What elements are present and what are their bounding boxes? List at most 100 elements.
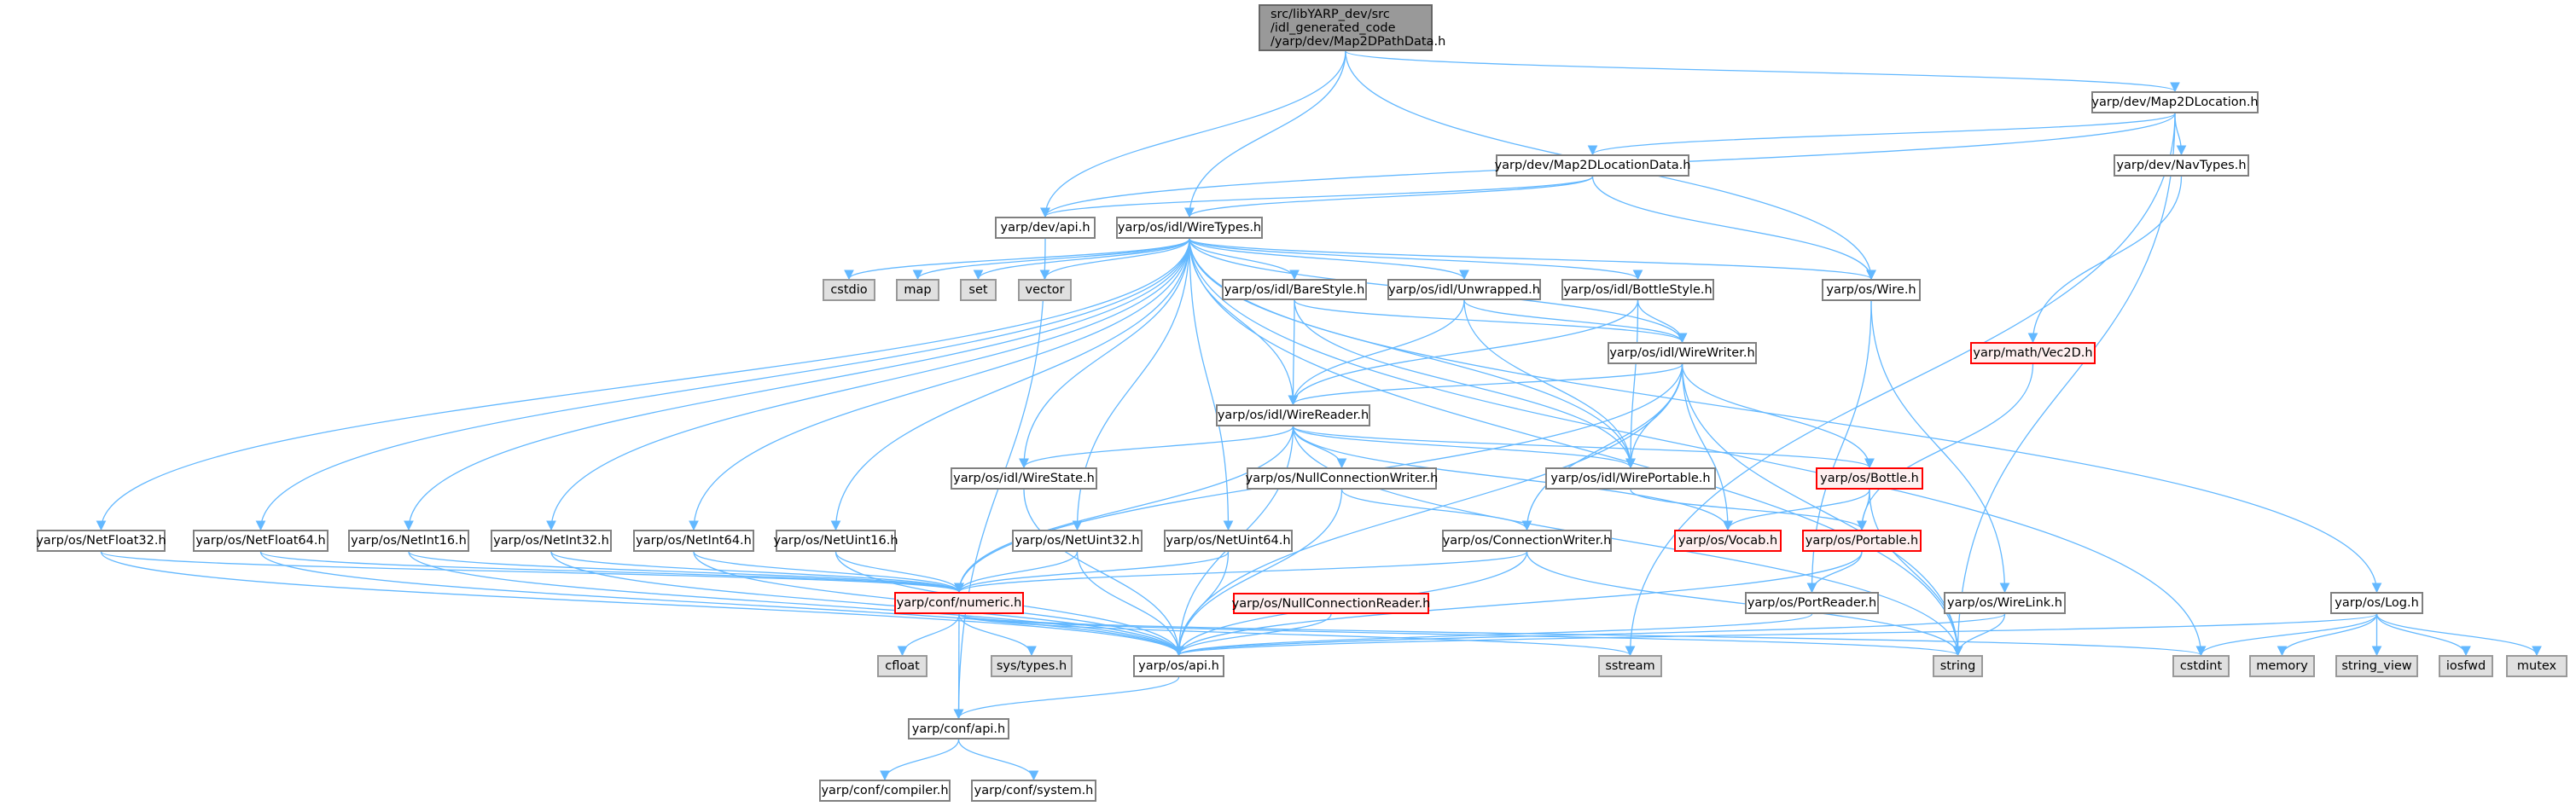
edge-wiretypes-to-netint64 (689, 238, 1190, 531)
edge-wiretypes-to-wire (1189, 238, 1876, 281)
node-wirereader[interactable]: yarp/os/idl/WireReader.h (1216, 404, 1370, 426)
node-conf-compiler[interactable]: yarp/conf/compiler.h (819, 780, 951, 802)
node-cstdio: cstdio (823, 279, 875, 301)
node-wireportable[interactable]: yarp/os/idl/WirePortable.h (1545, 467, 1716, 490)
edge-root-to-wiretypes (1184, 50, 1346, 218)
node-navtypes[interactable]: yarp/dev/NavTypes.h (2114, 154, 2249, 177)
node-cstdint: cstdint (2172, 655, 2230, 677)
node-netint32[interactable]: yarp/os/NetInt32.h (491, 530, 612, 552)
node-map2dlocationdata[interactable]: yarp/dev/Map2DLocationData.h (1495, 154, 1690, 177)
edge-log-to-osapi (1174, 613, 2378, 657)
edge-bottlestyle-to-wireportable (1625, 299, 1639, 469)
edge-wirereader-to-bottle (1292, 426, 1875, 469)
node-vec2d[interactable]: yarp/math/Vec2D.h (1970, 342, 2096, 364)
node-wire[interactable]: yarp/os/Wire.h (1822, 279, 1921, 301)
edge-portable-to-osapi (1173, 551, 1863, 657)
edge-wiretypes-to-barestyle (1189, 238, 1300, 281)
edge-netint64-to-numeric (693, 551, 964, 594)
edge-numeric-to-string (958, 613, 1963, 657)
edge-osapi-to-confapi (953, 676, 1180, 720)
edge-wiretypes-to-cstdint (1189, 238, 2207, 657)
node-log[interactable]: yarp/os/Log.h (2330, 592, 2423, 614)
edge-wirewriter-to-wireportable (1625, 363, 1683, 469)
edge-map2dloc-to-navtypes (2174, 113, 2187, 156)
node-wirewriter[interactable]: yarp/os/idl/WireWriter.h (1608, 342, 1757, 364)
node-conf-numeric[interactable]: yarp/conf/numeric.h (894, 592, 1024, 614)
edge-wiretypes-to-netfloat64 (255, 238, 1190, 531)
node-netfloat32[interactable]: yarp/os/NetFloat32.h (36, 530, 166, 552)
node-portable[interactable]: yarp/os/Portable.h (1802, 530, 1922, 552)
edge-vec2d-to-portable (1857, 363, 2034, 531)
node-root-map2dpathdata[interactable]: src/libYARP_dev/src /idl_generated_code … (1259, 4, 1445, 51)
node-map2dlocation[interactable]: yarp/dev/Map2DLocation.h (2091, 91, 2259, 113)
node-string: string (1933, 655, 1983, 677)
edge-bottlestyle-to-wirewriter (1637, 299, 1688, 344)
edge-wiretypes-to-cstdio (844, 238, 1190, 281)
node-portreader[interactable]: yarp/os/PortReader.h (1745, 592, 1879, 614)
node-netint16[interactable]: yarp/os/NetInt16.h (348, 530, 469, 552)
node-vector: vector (1018, 279, 1072, 301)
edge-numeric-to-systypes (958, 613, 1037, 657)
node-bottle[interactable]: yarp/os/Bottle.h (1816, 467, 1923, 490)
edge-wiretypes-to-vector (1039, 238, 1190, 281)
edge-netfloat32-to-numeric (100, 551, 964, 594)
edge-log-to-mutex (2375, 613, 2542, 657)
node-barestyle[interactable]: yarp/os/idl/BareStyle.h (1222, 279, 1367, 300)
edge-bottlestyle-to-wirereader (1288, 299, 1639, 406)
edge-netuint16-to-numeric (834, 551, 964, 594)
edge-wirereader-to-numeric (954, 426, 1294, 594)
edge-netuint64-to-numeric (954, 551, 1230, 594)
edge-map2dlocdata-to-devapi (1040, 176, 1594, 218)
node-nullconnectionwriter[interactable]: yarp/os/NullConnectionWriter.h (1246, 467, 1438, 490)
edge-netfloat64-to-osapi (259, 551, 1184, 657)
edge-wirewriter-to-string (1681, 363, 1963, 657)
edge-nullconnwriter-to-osapi (1173, 489, 1343, 657)
node-wiretypes[interactable]: yarp/os/idl/WireTypes.h (1116, 217, 1263, 239)
edge-numeric-to-sstream (958, 613, 1636, 657)
node-netint64[interactable]: yarp/os/NetInt64.h (633, 530, 754, 552)
edge-wiretypes-to-log (1189, 238, 2382, 594)
edge-wireportable-to-portable (1630, 489, 1867, 531)
edge-connwriter-to-string (1526, 551, 1963, 657)
edge-map2dlocdata-to-wire (1591, 176, 1876, 281)
node-wirestate[interactable]: yarp/os/idl/WireState.h (951, 467, 1097, 490)
edge-portable-to-portreader (1806, 551, 1863, 594)
edge-netint32-to-osapi (550, 551, 1184, 657)
edge-map2dloc-to-map2dlocdata (1587, 113, 2176, 156)
edge-wiretypes-to-netuint64 (1189, 238, 1234, 531)
edge-wiretypes-to-netuint16 (830, 238, 1190, 531)
edge-log-to-memory (2277, 613, 2378, 657)
node-netuint32[interactable]: yarp/os/NetUint32.h (1012, 530, 1143, 552)
node-dev-api[interactable]: yarp/dev/api.h (995, 217, 1096, 239)
edge-barestyle-to-wirereader (1288, 299, 1299, 406)
node-netfloat64[interactable]: yarp/os/NetFloat64.h (193, 530, 329, 552)
node-conf-api[interactable]: yarp/conf/api.h (908, 718, 1009, 739)
edge-log-to-iosfwd (2375, 613, 2471, 657)
node-nullconnectionreader[interactable]: yarp/os/NullConnectionReader.h (1232, 593, 1430, 614)
node-unwrapped[interactable]: yarp/os/idl/Unwrapped.h (1387, 279, 1541, 300)
edge-map2dloc-to-sstream (1625, 113, 2176, 657)
edge-wiretypes-to-wirereader (1189, 238, 1299, 406)
node-wirelink[interactable]: yarp/os/WireLink.h (1944, 592, 2066, 614)
edge-nullconnwriter-to-connwriter (1340, 489, 1532, 531)
edge-unwrapped-to-wireportable (1463, 299, 1636, 469)
edge-wire-to-wirelink (1870, 300, 2010, 594)
edge-wiretypes-to-set (973, 238, 1190, 281)
edge-wiretypes-to-wirestate (1019, 238, 1190, 469)
edge-wirewriter-to-wirereader (1288, 363, 1683, 406)
node-netuint16[interactable]: yarp/os/NetUint16.h (773, 530, 898, 552)
node-connectionwriter[interactable]: yarp/os/ConnectionWriter.h (1442, 530, 1612, 552)
node-string-view: string_view (2335, 655, 2418, 677)
edge-wirewriter-to-vocab (1681, 363, 1733, 531)
node-memory: memory (2249, 655, 2315, 677)
edge-barestyle-to-wirewriter (1294, 299, 1688, 344)
node-vocab[interactable]: yarp/os/Vocab.h (1674, 530, 1782, 552)
node-conf-system[interactable]: yarp/conf/system.h (971, 780, 1096, 802)
edge-confapi-to-system (957, 739, 1039, 781)
node-bottlestyle[interactable]: yarp/os/idl/BottleStyle.h (1561, 279, 1714, 300)
edge-numeric-to-cstdint (958, 613, 2206, 657)
edge-nullconnreader-to-osapi (1173, 613, 1332, 657)
node-os-api[interactable]: yarp/os/api.h (1133, 655, 1224, 677)
node-netuint64[interactable]: yarp/os/NetUint64.h (1164, 530, 1293, 552)
